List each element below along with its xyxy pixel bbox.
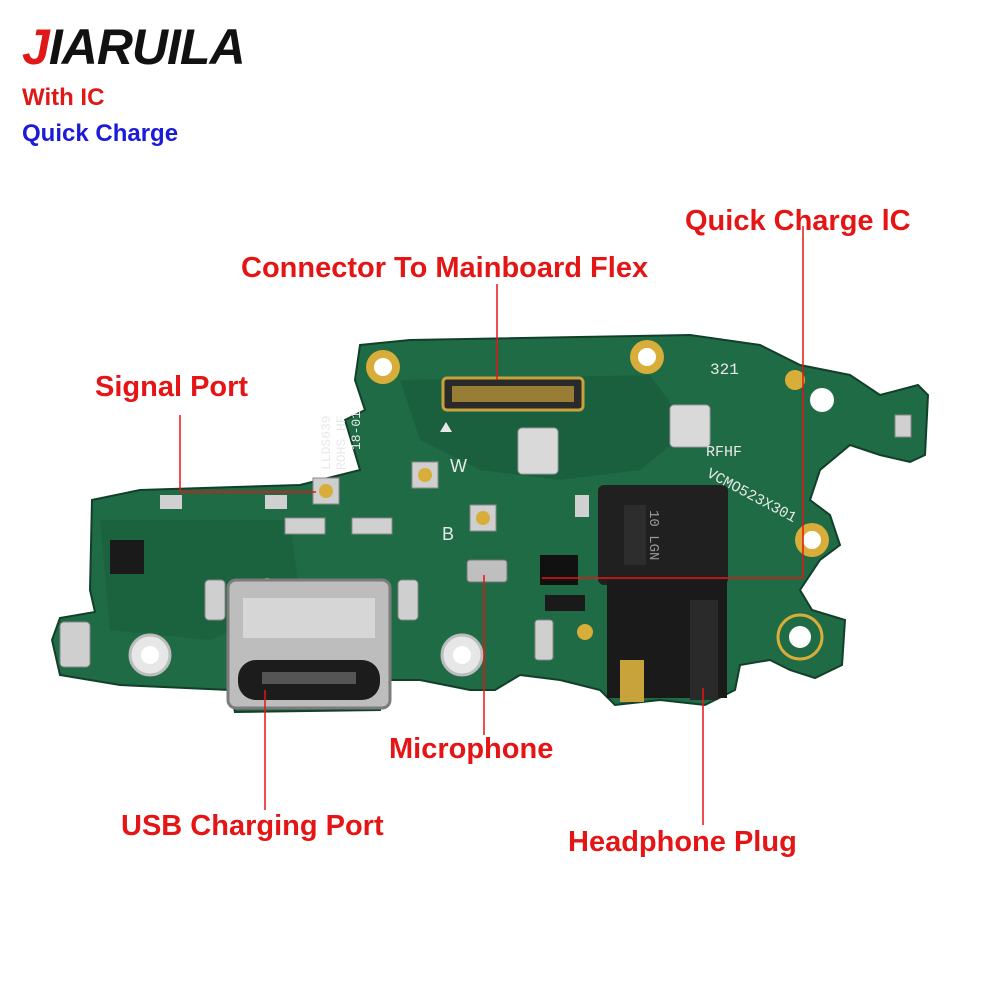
gold-pad bbox=[785, 370, 805, 390]
mounting-hole bbox=[630, 340, 664, 374]
smd-component bbox=[204, 579, 226, 621]
mounting-hole bbox=[802, 380, 842, 420]
label-quick-charge-ic: Quick Charge lC bbox=[685, 205, 911, 237]
silk-321: 321 bbox=[710, 361, 739, 379]
smd-component bbox=[59, 621, 91, 668]
label-microphone: Microphone bbox=[389, 733, 554, 765]
jack-marking: 10 LGN bbox=[645, 510, 661, 560]
tagline-quick-charge: Quick Charge bbox=[22, 120, 179, 147]
board-connector-pins bbox=[452, 386, 574, 402]
tagline-with-ic: With IC bbox=[22, 84, 105, 111]
smd-component bbox=[575, 495, 589, 517]
smd-component bbox=[284, 517, 326, 535]
silk-triangle bbox=[440, 422, 452, 432]
label-connector: Connector To Mainboard Flex bbox=[241, 252, 649, 284]
smd-component bbox=[160, 495, 182, 509]
smd-component bbox=[894, 414, 912, 438]
rf-connector bbox=[469, 504, 497, 532]
mounting-hole bbox=[795, 523, 829, 557]
label-headphone: Headphone Plug bbox=[568, 826, 797, 858]
silk-rohs: ROHS HF bbox=[334, 415, 349, 470]
rf-connector bbox=[411, 461, 439, 489]
gold-pad bbox=[577, 624, 593, 640]
label-usb-port: USB Charging Port bbox=[121, 810, 384, 842]
brand-logo: JIARUILA bbox=[22, 19, 246, 75]
brand-first-letter: J bbox=[22, 19, 50, 75]
mounting-hole bbox=[366, 350, 400, 384]
quick-charge-ic-chip bbox=[540, 555, 578, 585]
brand-name-rest: IARUILA bbox=[48, 19, 246, 75]
signal-rf-connector bbox=[312, 477, 340, 505]
mounting-hole bbox=[776, 613, 824, 661]
smd-component bbox=[545, 595, 585, 611]
shield-clip bbox=[669, 404, 711, 448]
microphone-component bbox=[466, 559, 508, 583]
smd-component bbox=[351, 517, 393, 535]
shield-clip bbox=[517, 427, 559, 475]
silk-rfhf: RFHF bbox=[706, 444, 742, 461]
smd-component bbox=[534, 619, 554, 661]
silk-w: W bbox=[450, 456, 467, 476]
silk-batch: 18-01 bbox=[349, 411, 364, 450]
usb-c-port bbox=[226, 578, 392, 710]
label-signal-port: Signal Port bbox=[95, 371, 249, 403]
silk-b: B bbox=[442, 524, 454, 544]
smd-component bbox=[110, 540, 144, 574]
mounting-hole bbox=[440, 633, 484, 677]
mounting-hole bbox=[128, 633, 172, 677]
smd-component bbox=[397, 579, 419, 621]
smd-component bbox=[265, 495, 287, 509]
silk-lld: LLDS639 bbox=[319, 415, 334, 470]
headphone-jack bbox=[598, 485, 728, 702]
